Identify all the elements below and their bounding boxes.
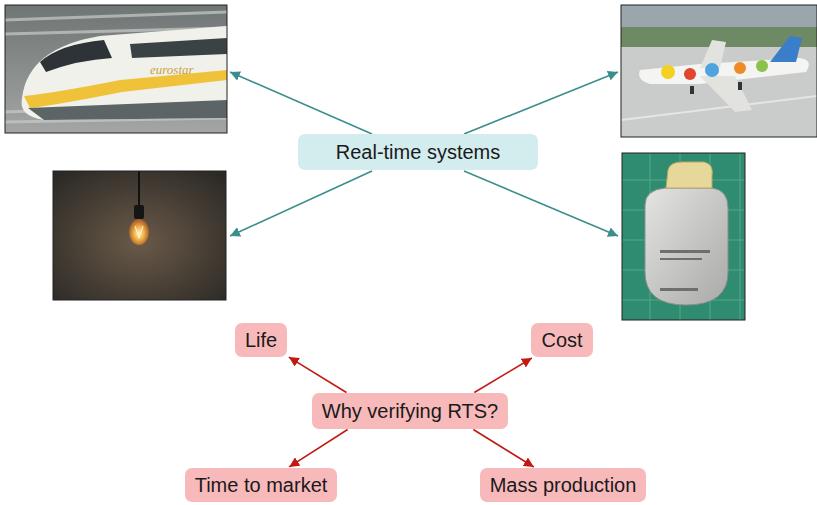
box-text: Cost (541, 328, 582, 352)
svg-text:eurostar: eurostar (150, 62, 195, 77)
arrow-connector (473, 430, 533, 467)
train-picture: eurostar (5, 5, 227, 133)
box-text: Time to market (195, 473, 328, 497)
question-box: Why verifying RTS? (312, 393, 508, 429)
reason-box: Cost (531, 323, 592, 357)
topic-box: Real-time systems (298, 134, 538, 170)
picture-arrows (230, 72, 618, 236)
reason-box: Time to market (185, 468, 338, 502)
arrow-connector (289, 357, 347, 392)
pacemaker-picture (622, 153, 745, 320)
light-bulb-picture (53, 171, 226, 300)
box-text: Mass production (490, 473, 637, 497)
arrow-connector (474, 358, 532, 392)
box-text: Life (245, 328, 277, 352)
reason-box: Life (235, 323, 287, 357)
box-text: Real-time systems (336, 140, 500, 164)
box-text: Why verifying RTS? (322, 399, 498, 423)
arrow-connector (289, 430, 347, 467)
airplane-picture (621, 5, 817, 137)
reason-box: Mass production (480, 468, 647, 502)
